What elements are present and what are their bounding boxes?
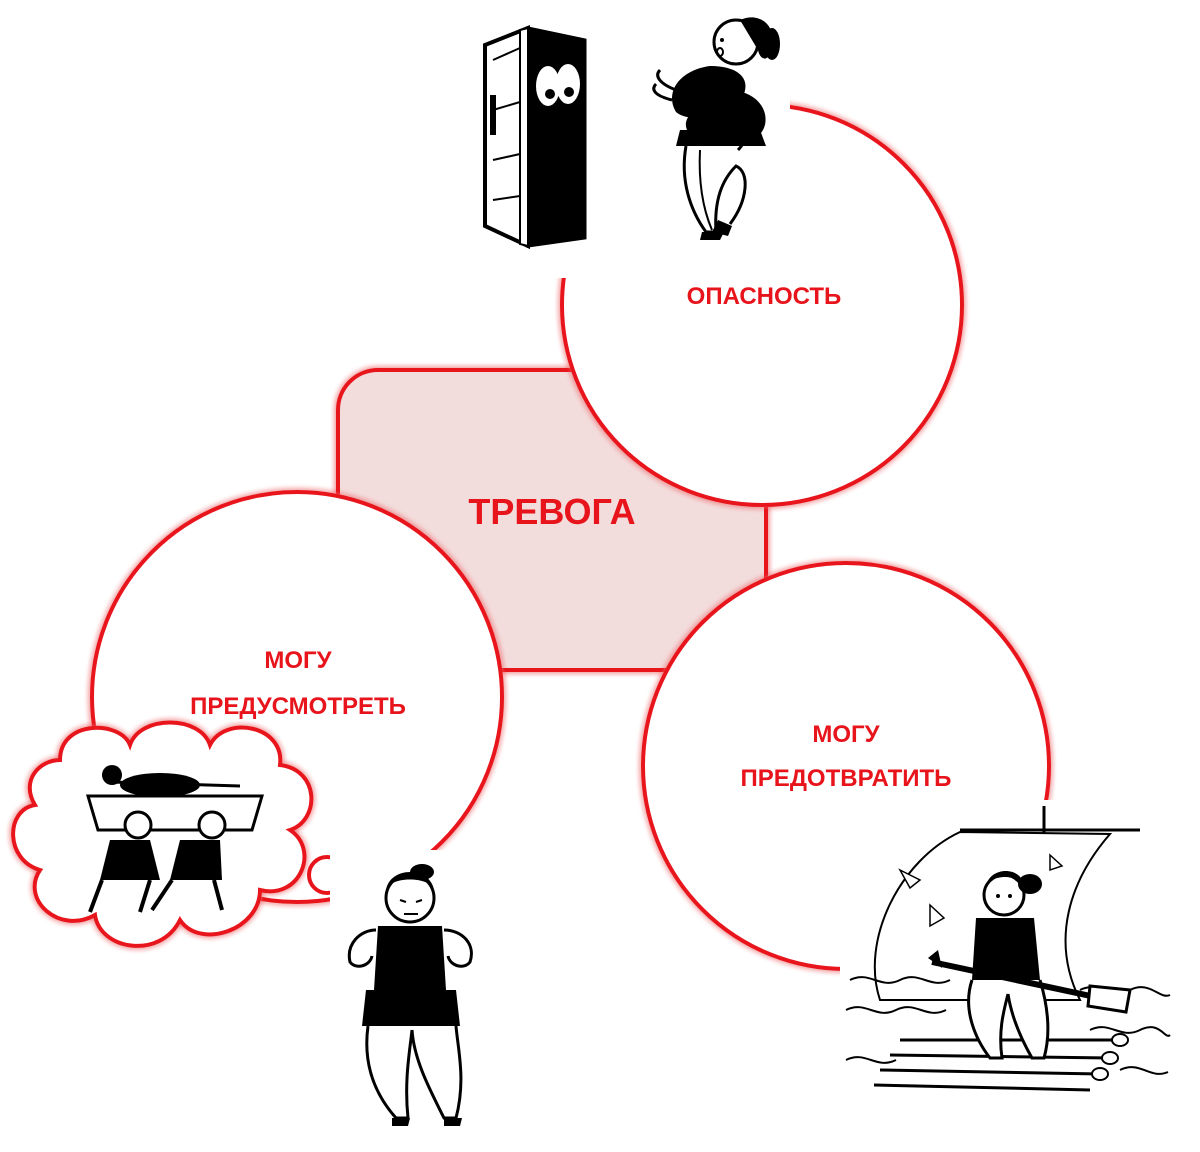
prevent-label-line1: МОГУ [812, 721, 880, 748]
prevent-label-line2: ПРЕДОТВРАТИТЬ [741, 765, 952, 792]
foresee-label-line2: ПРЕДУСМОТРЕТЬ [190, 693, 406, 720]
woman-on-raft-with-sail-illustration [840, 800, 1171, 1100]
foresee-label-line1: МОГУ [264, 647, 332, 674]
woman-thinking-of-funeral-illustration [11, 720, 490, 1130]
danger-label: ОПАСНОСТЬ [687, 283, 842, 310]
center-label: ТРЕВОГА [468, 491, 635, 532]
woman-and-fridge-with-eyes-illustration [470, 0, 790, 278]
